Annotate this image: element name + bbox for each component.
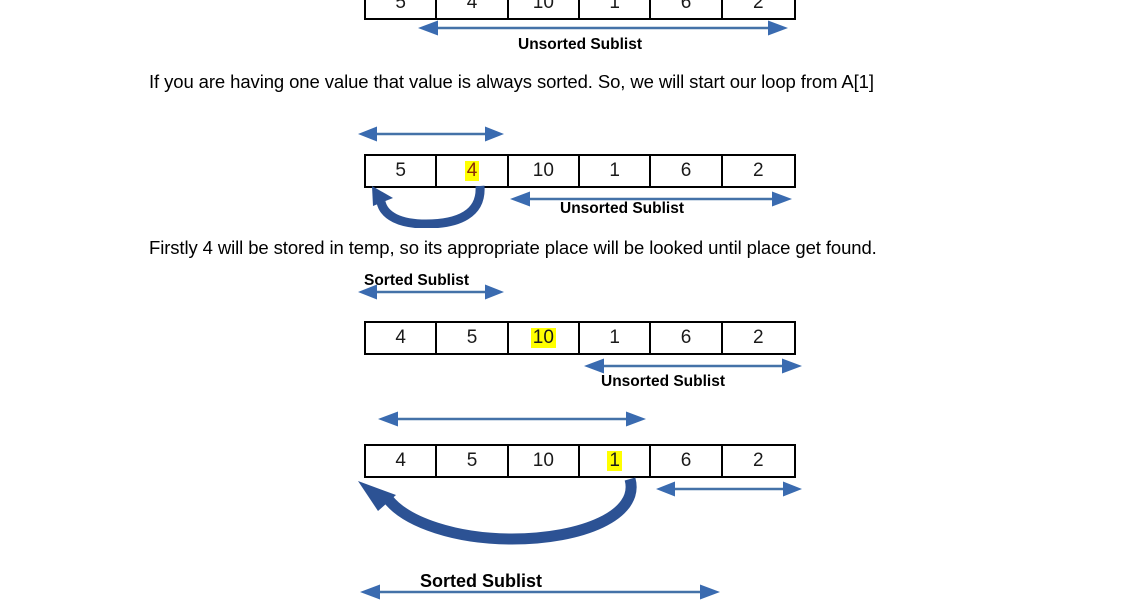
array-cell: 6	[651, 446, 723, 476]
insertion-swap-curved-arrow-step-1	[372, 185, 485, 228]
array-cell: 5	[366, 0, 438, 18]
array-cell: 10	[508, 0, 580, 18]
array-cell: 4	[366, 323, 438, 353]
array-cell-highlighted: 1	[579, 446, 652, 476]
unsorted-sublist-arrow-step-3	[656, 481, 802, 497]
caption-sorted-sublist-step-3: Sorted Sublist	[420, 571, 543, 591]
array-row-step-1: 5 4 10 1 6 2	[364, 154, 796, 188]
array-cell: 1	[579, 0, 652, 18]
array-cell: 1	[579, 323, 652, 353]
sorted-sublist-arrow-step-2	[358, 284, 504, 300]
paragraph-1: If you are having one value that value i…	[149, 71, 874, 92]
array-row-step-2: 4 5 10 1 6 2	[364, 321, 796, 355]
array-cell-highlighted: 4	[437, 156, 509, 186]
array-cell-highlighted: 10	[508, 323, 580, 353]
paragraph-2: Firstly 4 will be stored in temp, so its…	[149, 237, 877, 258]
unsorted-sublist-arrow-step-1	[510, 191, 792, 207]
sorted-sublist-bottom-arrow-step-3	[360, 584, 720, 600]
array-cell: 6	[651, 0, 723, 18]
unsorted-sublist-arrow-step-0	[418, 20, 788, 36]
array-cell: 10	[508, 156, 580, 186]
array-cell: 4	[437, 0, 509, 18]
array-cell: 6	[651, 323, 723, 353]
caption-unsorted-sublist-step-1: Unsorted Sublist	[560, 200, 685, 217]
sorted-sublist-arrow-step-1	[358, 126, 504, 142]
array-cell: 10	[508, 446, 580, 476]
array-cell: 2	[722, 446, 794, 476]
array-cell: 5	[366, 156, 438, 186]
unsorted-sublist-arrow-step-2	[584, 358, 802, 374]
array-row-step-0: 5 4 10 1 6 2	[364, 0, 796, 20]
array-cell: 5	[437, 323, 509, 353]
insertion-swap-curved-arrow-step-3	[358, 477, 637, 545]
sorted-sublist-arrow-step-3	[378, 411, 646, 427]
array-row-step-3: 4 5 10 1 6 2	[364, 444, 796, 478]
array-cell: 2	[722, 156, 794, 186]
array-cell: 1	[579, 156, 652, 186]
caption-unsorted-sublist-step-0: Unsorted Sublist	[518, 36, 643, 53]
array-cell: 2	[722, 323, 794, 353]
array-cell: 2	[722, 0, 794, 18]
array-cell: 5	[437, 446, 509, 476]
array-cell: 6	[651, 156, 723, 186]
caption-sorted-sublist-step-2: Sorted Sublist	[364, 272, 470, 289]
array-cell: 4	[366, 446, 438, 476]
caption-unsorted-sublist-step-2: Unsorted Sublist	[601, 373, 726, 390]
